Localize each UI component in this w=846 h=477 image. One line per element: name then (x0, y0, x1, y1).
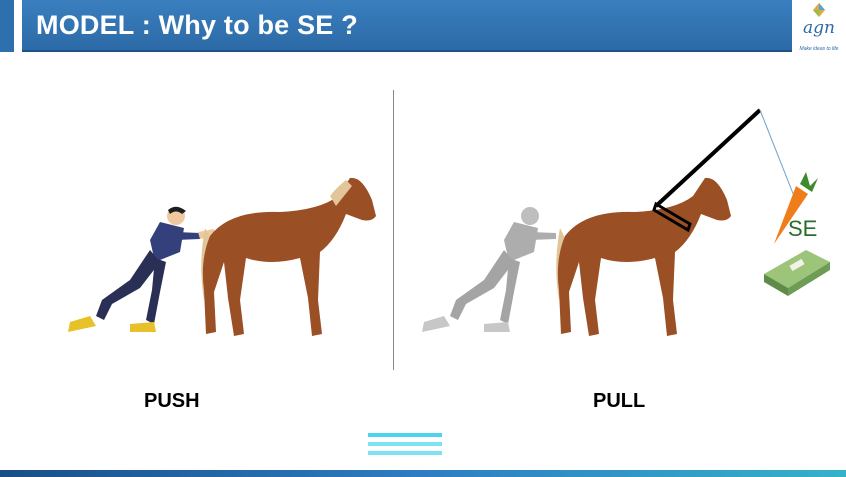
se-tag: SE (788, 216, 818, 241)
push-label: PUSH (144, 390, 200, 412)
center-divider (393, 90, 394, 370)
horse-icon (201, 177, 376, 336)
carrot-icon (774, 172, 818, 244)
logo-tagline: Make ideas to life (799, 46, 839, 52)
logo: agn Make ideas to life (796, 2, 842, 62)
title-bar: MODEL : Why to be SE ? (22, 0, 792, 52)
logo-icon (813, 3, 825, 17)
man-pushing-icon (68, 206, 215, 332)
man-pushing-faded-icon (422, 207, 556, 332)
horse-pull-icon (556, 177, 731, 336)
logo-text: agn (803, 18, 835, 38)
bottom-bar (0, 470, 846, 477)
slide-title: MODEL : Why to be SE ? (36, 10, 358, 40)
bottom-glow-decoration (368, 433, 442, 469)
pull-label: PULL (593, 390, 646, 412)
money-stack-icon (764, 250, 830, 296)
fishing-rod-icon (652, 108, 795, 233)
left-edge-accent (0, 0, 14, 52)
